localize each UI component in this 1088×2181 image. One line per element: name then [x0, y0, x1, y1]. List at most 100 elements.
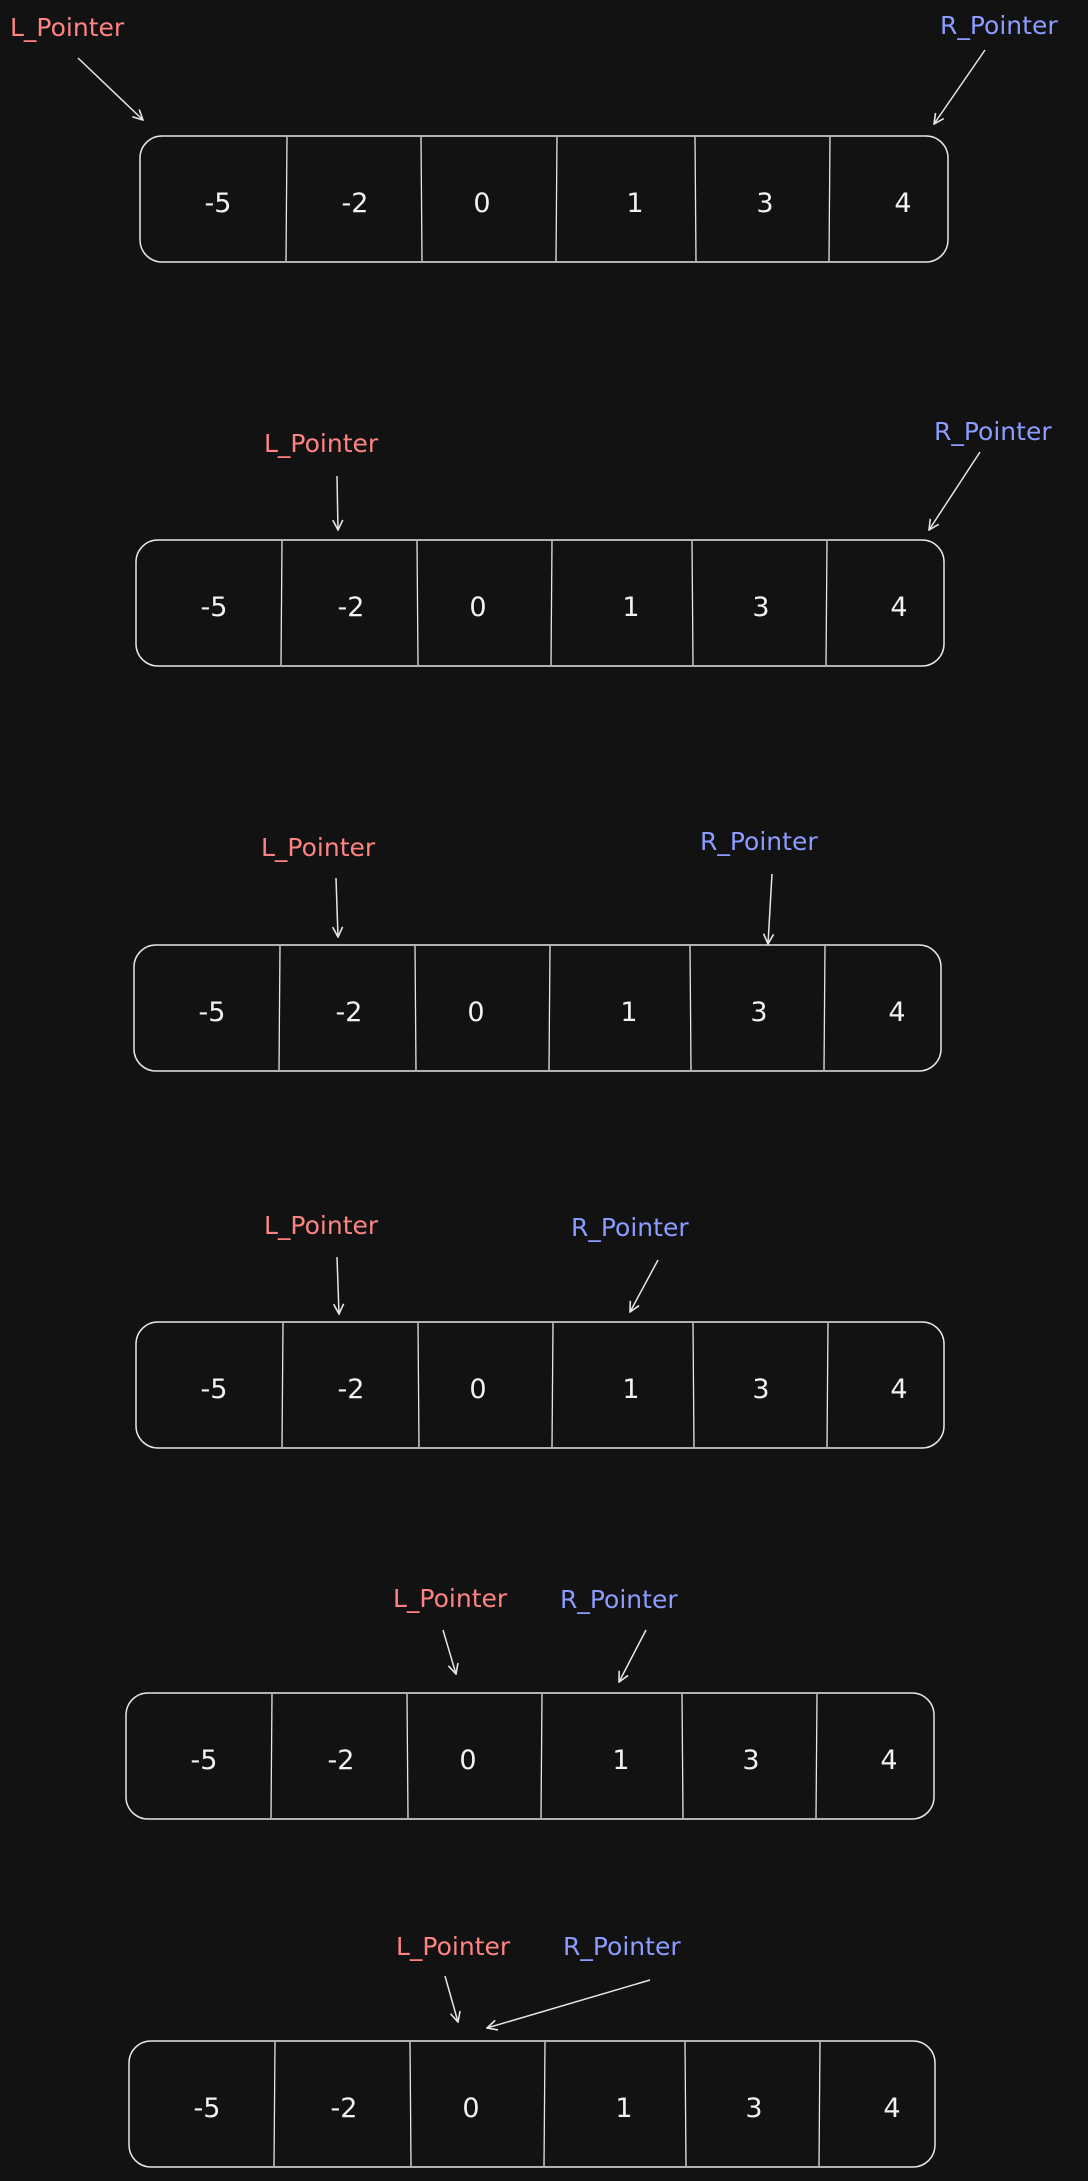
cell-divider — [689, 945, 692, 1071]
array-value: 1 — [622, 592, 639, 623]
array-value: 3 — [752, 1374, 769, 1405]
cell-divider — [550, 540, 553, 666]
left-pointer-arrow — [336, 877, 338, 937]
array-value: 3 — [745, 2093, 762, 2124]
step-6: -5 -2 0 1 3 4 L_Pointer R_Pointer — [128, 1932, 936, 2168]
array-value: 3 — [750, 997, 767, 1028]
array-value: 0 — [459, 1745, 476, 1776]
right-pointer-arrow — [929, 451, 981, 530]
array-value: -2 — [338, 1374, 365, 1405]
array-value: 0 — [469, 592, 486, 623]
cell-divider — [278, 945, 281, 1071]
array-value: 1 — [612, 1745, 629, 1776]
cell-divider — [285, 136, 288, 262]
step-2: -5 -2 0 1 3 4 L_Pointer R_Pointer — [135, 417, 1052, 667]
cell-divider — [692, 1322, 695, 1448]
cell-divider — [280, 540, 283, 666]
cell-divider — [551, 1322, 554, 1448]
left-pointer-arrow — [337, 1256, 339, 1314]
cell-divider — [815, 1693, 818, 1819]
array-value: -5 — [205, 188, 232, 219]
cell-divider — [417, 1322, 420, 1448]
cell-divider — [548, 945, 551, 1071]
step-4: -5 -2 0 1 3 4 L_Pointer R_Pointer — [135, 1211, 945, 1449]
array-value: 4 — [890, 1374, 907, 1405]
array-value: 1 — [615, 2093, 632, 2124]
cell-divider — [409, 2041, 412, 2167]
array-value: -5 — [201, 1374, 228, 1405]
array-box — [128, 2040, 936, 2168]
array-value: -2 — [338, 592, 365, 623]
cell-divider — [281, 1322, 284, 1448]
array-value: 4 — [888, 997, 905, 1028]
cell-divider — [691, 540, 694, 666]
right-pointer-arrow — [768, 873, 772, 944]
cell-divider — [825, 540, 828, 666]
array-value: 3 — [752, 592, 769, 623]
array-value: 0 — [462, 2093, 479, 2124]
array-box — [135, 1321, 945, 1449]
cell-divider — [420, 136, 423, 262]
cell-divider — [681, 1693, 684, 1819]
array-value: -5 — [199, 997, 226, 1028]
cell-divider — [828, 136, 831, 262]
array-value: -5 — [194, 2093, 221, 2124]
cell-divider — [826, 1322, 829, 1448]
cell-divider — [540, 1693, 543, 1819]
left-pointer-label: L_Pointer — [261, 833, 376, 862]
cell-divider — [694, 136, 697, 262]
array-box — [133, 944, 942, 1072]
cell-divider — [406, 1693, 409, 1819]
cell-divider — [684, 2041, 687, 2167]
right-pointer-arrow — [934, 49, 986, 124]
right-pointer-label: R_Pointer — [934, 417, 1052, 446]
cell-divider — [543, 2041, 546, 2167]
array-value: 4 — [894, 188, 911, 219]
array-value: -2 — [336, 997, 363, 1028]
left-pointer-label: L_Pointer — [393, 1584, 508, 1613]
array-value: 0 — [469, 1374, 486, 1405]
cell-divider — [555, 136, 558, 262]
left-pointer-label: L_Pointer — [396, 1932, 511, 1961]
step-1: -5 -2 0 1 3 4 L_Pointer R_Pointer — [10, 11, 1058, 263]
cell-divider — [273, 2041, 276, 2167]
array-box — [139, 135, 949, 263]
right-pointer-label: R_Pointer — [560, 1585, 678, 1614]
step-5: -5 -2 0 1 3 4 L_Pointer R_Pointer — [125, 1584, 935, 1820]
left-pointer-arrow — [444, 1975, 458, 2022]
left-pointer-label: L_Pointer — [264, 1211, 379, 1240]
right-pointer-arrow — [487, 1979, 651, 2028]
array-value: 1 — [620, 997, 637, 1028]
cell-divider — [270, 1693, 273, 1819]
right-pointer-label: R_Pointer — [563, 1932, 681, 1961]
array-value: 1 — [622, 1374, 639, 1405]
left-pointer-arrow — [337, 475, 338, 530]
right-pointer-label: R_Pointer — [571, 1213, 689, 1242]
right-pointer-arrow — [619, 1629, 647, 1682]
left-pointer-arrow — [442, 1629, 456, 1674]
array-box — [125, 1692, 935, 1820]
left-pointer-arrow — [77, 57, 143, 120]
right-pointer-label: R_Pointer — [940, 11, 1058, 40]
right-pointer-arrow — [630, 1259, 659, 1312]
array-value: -5 — [201, 592, 228, 623]
array-value: 4 — [880, 1745, 897, 1776]
array-value: 0 — [473, 188, 490, 219]
array-value: -2 — [342, 188, 369, 219]
array-value: 3 — [756, 188, 773, 219]
array-value: 0 — [467, 997, 484, 1028]
array-box — [135, 539, 945, 667]
cell-divider — [414, 945, 417, 1071]
array-value: -2 — [328, 1745, 355, 1776]
left-pointer-label: L_Pointer — [10, 13, 125, 42]
array-value: -5 — [191, 1745, 218, 1776]
cell-divider — [416, 540, 419, 666]
array-value: -2 — [331, 2093, 358, 2124]
array-value: 3 — [742, 1745, 759, 1776]
array-value: 4 — [883, 2093, 900, 2124]
array-value: 4 — [890, 592, 907, 623]
left-pointer-label: L_Pointer — [264, 429, 379, 458]
array-value: 1 — [626, 188, 643, 219]
